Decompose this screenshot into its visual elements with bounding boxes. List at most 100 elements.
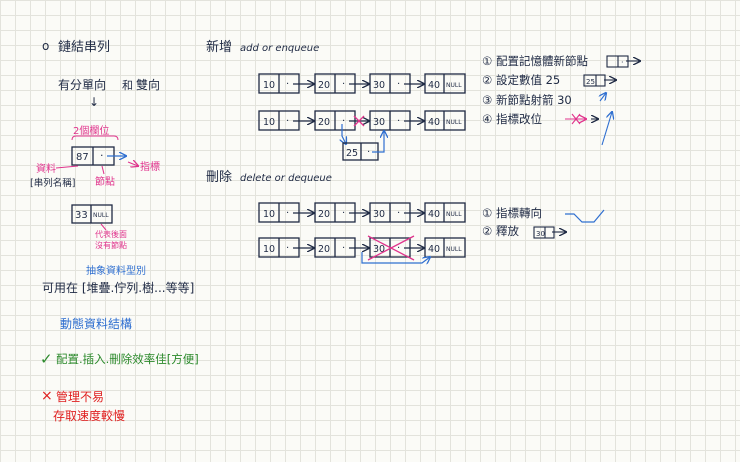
delete-step-2: ② 釋放 xyxy=(482,224,519,238)
delete-bypass-arrow xyxy=(361,252,430,263)
delete-r1-value-1: 10 xyxy=(263,209,275,220)
delete-r2-value-2: 20 xyxy=(318,244,330,255)
delete-r2-node-4 xyxy=(424,237,466,258)
pro-check-mark: ✓ xyxy=(40,350,53,368)
delete-r1-dot-2: · xyxy=(342,208,345,219)
null-note-line xyxy=(100,223,107,231)
delete-r1-value-4: 40 xyxy=(428,209,440,220)
insert-step-4: ④ 指標改位 xyxy=(482,112,542,126)
insert-r1-value-3: 30 xyxy=(373,80,385,91)
delete-r2-value-4: 40 xyxy=(428,244,440,255)
delete-r1-dot-1: · xyxy=(286,208,289,219)
insert-new-link-out xyxy=(372,131,384,153)
node-pointer-line xyxy=(101,165,105,175)
insert-step-2: ② 設定數值 25 xyxy=(482,73,560,87)
null-note-1: 代表後面 xyxy=(95,229,127,239)
delete-step-2-box-value: 30 xyxy=(536,230,545,238)
insert-r1-dot-1: · xyxy=(286,79,289,90)
label-node: 節點 xyxy=(95,175,115,188)
insert-title: 新增 xyxy=(206,39,232,55)
delete-r2-value-1: 10 xyxy=(263,244,275,255)
insert-step-1: ① 配置記憶體新節點 xyxy=(482,54,588,68)
insert-r2-value-3: 30 xyxy=(373,117,385,128)
insert-r2-dot-3: · xyxy=(397,116,400,127)
label-data: 資料 xyxy=(36,162,56,175)
insert-r2-value-1: 10 xyxy=(263,117,275,128)
null-node-value: 33 xyxy=(75,210,88,221)
delete-r1-dot-3: · xyxy=(397,208,400,219)
null-node-box xyxy=(71,204,113,224)
insert-r1-value-1: 10 xyxy=(263,80,275,91)
insert-r1-dot-2: · xyxy=(342,79,345,90)
insert-r2-cross xyxy=(353,115,365,127)
insert-r2-dot-1: · xyxy=(286,116,289,127)
adt-label: 抽象資料型別 xyxy=(86,264,146,277)
insert-r1-node-4 xyxy=(424,73,466,94)
delete-r2-value-3: 30 xyxy=(373,244,385,255)
delete-r1-null: NULL xyxy=(446,211,462,218)
delete-r2-cross xyxy=(367,235,415,261)
null-note-2: 沒有節點 xyxy=(95,240,127,250)
pro-text: 配置.插入.刪除效率佳[方便] xyxy=(56,352,199,366)
insert-step-4-cross xyxy=(571,113,581,125)
insert-new-node-dot: · xyxy=(367,147,370,158)
con-text-1: 管理不易 xyxy=(56,389,104,404)
dynamic-structure: 動態資料結構 xyxy=(60,316,132,331)
delete-section: 刪除 delete or dequeue 10 · 20 · 30 · 40 N… xyxy=(206,170,605,263)
delete-row-1: 10 · 20 · 30 · 40 NULL xyxy=(258,202,466,223)
insert-new-link-in xyxy=(342,124,346,144)
delete-r2-dot-1: · xyxy=(286,243,289,254)
delete-r2-dot-3: · xyxy=(397,243,400,254)
delete-row-2: 10 · 20 · 30 · 40 NULL xyxy=(258,235,466,263)
delete-r2-null: NULL xyxy=(446,246,462,253)
direction-one-way: 有分單向 xyxy=(58,77,106,92)
node-value: 87 xyxy=(76,152,89,163)
insert-r2-dot-2: · xyxy=(342,116,345,127)
insert-r2-value-2: 20 xyxy=(318,117,330,128)
insert-row-1: 10 · 20 · 30 · 40 NULL xyxy=(258,73,466,94)
insert-r1-value-4: 40 xyxy=(428,80,440,91)
con-text-2: 存取速度較慢 xyxy=(53,408,125,423)
delete-steps: ① 指標轉向 ② 釋放 30 xyxy=(482,206,605,239)
insert-r2-node-4 xyxy=(424,110,466,131)
delete-step-1-arrow xyxy=(565,209,605,223)
insert-step-3: ③ 新節點射箭 30 xyxy=(482,93,572,107)
insert-title-en: add or enqueue xyxy=(240,43,319,54)
pointer-label-line xyxy=(127,162,138,166)
delete-r2-dot-2: · xyxy=(342,243,345,254)
delete-step-1: ① 指標轉向 xyxy=(482,206,542,220)
null-node-null: NULL xyxy=(93,212,109,219)
insert-r2-value-4: 40 xyxy=(428,117,440,128)
delete-title-en: delete or dequeue xyxy=(240,173,332,184)
insert-step-1-dot: · xyxy=(621,58,624,67)
usable-in: 可用在 [堆疊.佇列.樹...等等] xyxy=(42,281,194,295)
insert-r2-null: NULL xyxy=(446,119,462,126)
node-fields-label: 2個欄位 xyxy=(73,124,109,137)
insert-new-node-value: 25 xyxy=(346,148,358,159)
direction-and: 和 xyxy=(122,79,133,92)
delete-title: 刪除 xyxy=(206,170,232,185)
insert-row-2: 10 · 20 · 30 · 40 NULL 25 · xyxy=(258,110,466,161)
insert-step-2-box-value: 25 xyxy=(586,78,595,86)
label-pointer: 指標 xyxy=(140,160,160,173)
direction-two-way: 雙向 xyxy=(136,77,160,92)
insert-step-4-new-arrow xyxy=(601,112,612,146)
delete-r1-value-2: 20 xyxy=(318,209,330,220)
insert-step-3-arrow xyxy=(600,93,606,102)
data-pointer-line xyxy=(55,165,79,169)
insert-r1-value-2: 20 xyxy=(318,80,330,91)
fields-brace xyxy=(71,135,119,141)
insert-steps: ① 配置記憶體新節點 · ② 設定數值 25 25 ③ 新節點射箭 30 ④ 指… xyxy=(482,54,640,146)
label-data-paren: [串列名稱] xyxy=(30,177,75,189)
down-arrow: ↓ xyxy=(89,95,99,109)
insert-r1-dot-3: · xyxy=(397,79,400,90)
left-column: o 鏈結串列 有分單向 和 雙向 ↓ 2個欄位 87 · 資料 [串列名稱] 節… xyxy=(30,39,199,423)
insert-r1-null: NULL xyxy=(446,82,462,89)
delete-r1-node-4 xyxy=(424,202,466,223)
delete-r1-value-3: 30 xyxy=(373,209,385,220)
section-title: 鏈結串列 xyxy=(58,40,110,55)
node-dot: · xyxy=(100,149,104,162)
con-cross-mark: × xyxy=(41,388,53,404)
bullet: o xyxy=(42,39,49,53)
